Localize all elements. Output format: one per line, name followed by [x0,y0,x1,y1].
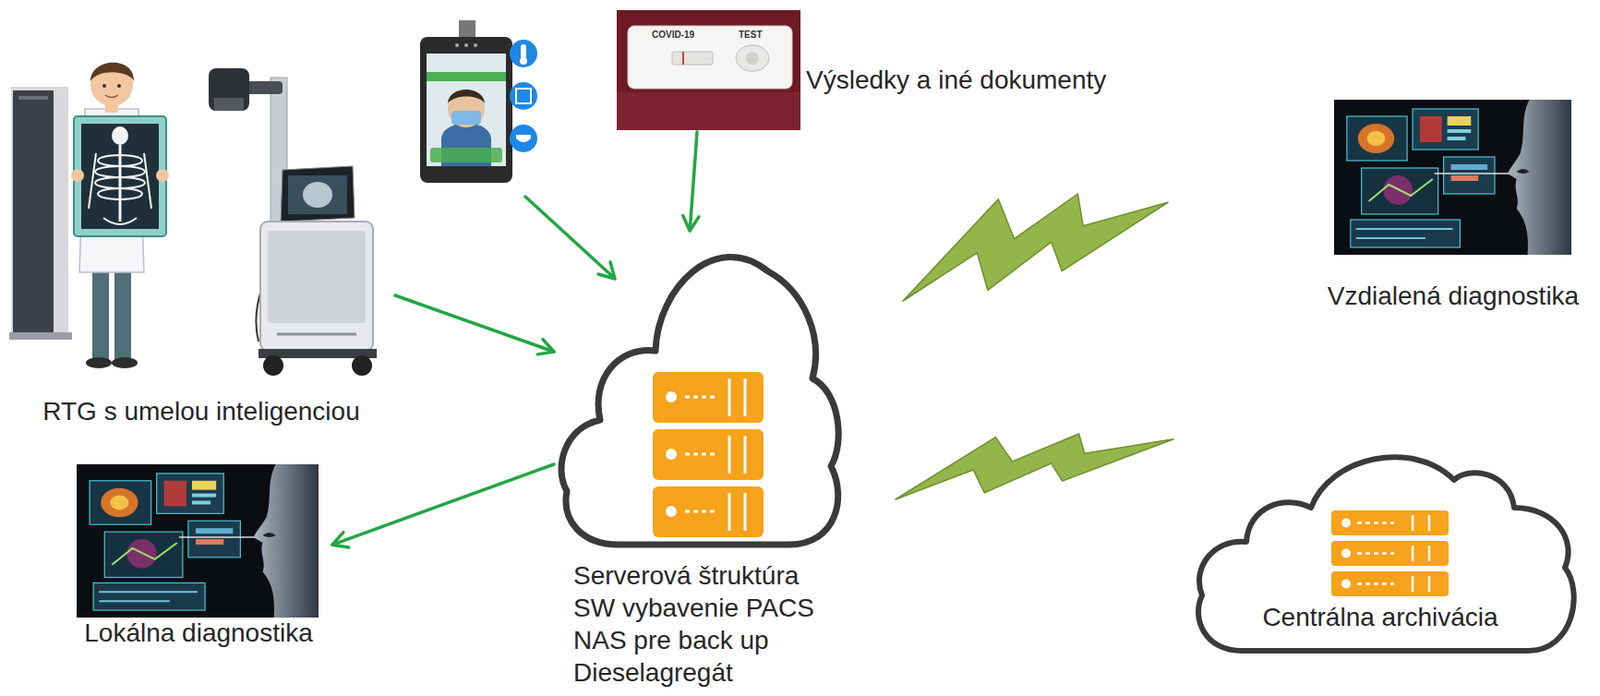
arrow-connector [332,464,554,548]
node-label: Výsledky a iné dokumenty [806,63,1107,97]
diagnostic-station: Lokálna diagnostika [64,461,333,651]
cloud-outline [561,256,839,545]
server-cloud: Serverová štruktúraSW vybavenie PACSNAS … [553,230,850,693]
image-text: COVID-19 [651,29,695,41]
arrow-line [395,295,554,352]
node-label: SW vybavenie PACS [573,591,815,625]
diagnostic-station: Vzdialená diagnostika [1311,96,1596,318]
node-label: Vzdialená diagnostika [1327,279,1579,313]
arrow-connector [683,132,699,231]
arrow-head [332,532,349,548]
cloud-outline [1198,457,1575,651]
lightning-link [902,193,1168,301]
arrow-connector [395,295,554,355]
node-label: NAS pre back up [573,624,770,657]
lightning-link [895,433,1174,500]
node-label: Serverová štruktúra [573,559,799,592]
node-label: Centrálna archivácia [1262,601,1498,634]
lightning-bolt [895,433,1174,500]
arrow-line [689,132,698,231]
node-label: RTG s umelou inteligenciou [42,395,360,428]
cloud-outline [553,230,850,693]
archive-cloud: Centrálna archivácia [1190,429,1579,661]
image-text: TEST [738,29,763,41]
device-group: RTG s umelou inteligenciou [7,57,396,427]
document-image: Výsledky a iné dokumenty [616,10,1153,133]
arrow-line [332,464,554,545]
arrow-head [683,216,699,231]
node-label: Lokálna diagnostika [84,616,313,650]
node-label: Dieselagregát [573,656,734,689]
lightning-bolt [902,193,1168,301]
arrow-head [537,339,554,355]
